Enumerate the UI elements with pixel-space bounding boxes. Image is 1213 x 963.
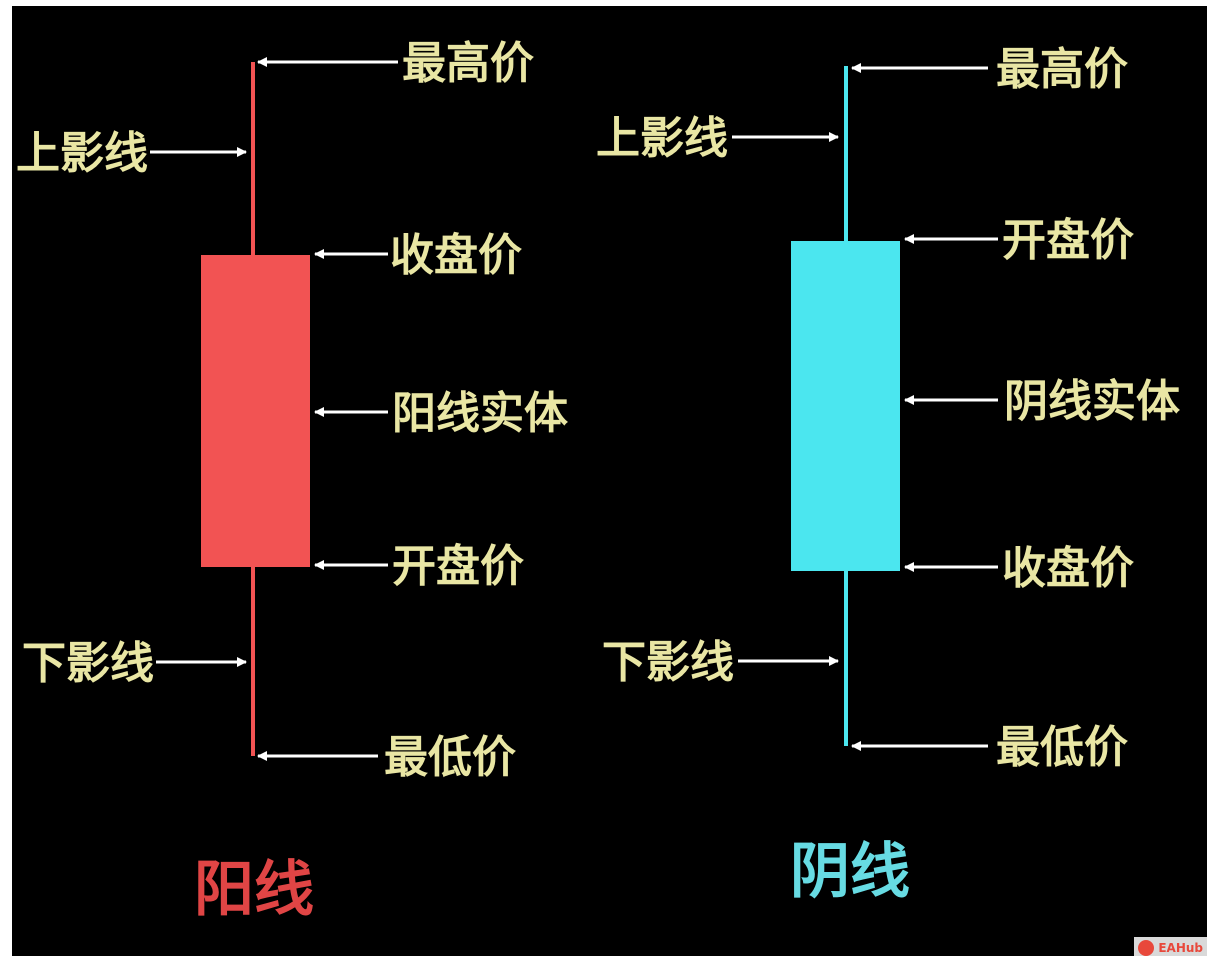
bearish-body-label: 阴线实体 xyxy=(1004,376,1180,427)
bearish-open-label: 开盘价 xyxy=(1002,215,1134,266)
bullish-body xyxy=(201,255,310,567)
bullish-upper-shadow-label: 上影线 xyxy=(16,128,148,179)
bullish-close-label: 收盘价 xyxy=(390,230,522,281)
bearish-close-label: 收盘价 xyxy=(1002,543,1134,594)
bearish-body xyxy=(791,241,900,571)
bearish-high-label: 最高价 xyxy=(996,44,1128,95)
bullish-low-label: 最低价 xyxy=(384,732,516,783)
bearish-title: 阴线 xyxy=(790,837,910,907)
bullish-title: 阳线 xyxy=(194,855,314,925)
bullish-open-label: 开盘价 xyxy=(392,541,524,592)
bearish-upper-shadow-label: 上影线 xyxy=(596,113,728,164)
eahub-logo-icon xyxy=(1138,940,1155,956)
bearish-candle-group: 最高价 上影线 开盘价 阴线实体 收盘价 下影线 最低价 阴线 xyxy=(596,44,1180,907)
watermark-text: EAHub xyxy=(1158,941,1203,955)
candlestick-diagram: 最高价 上影线 收盘价 阳线实体 开盘价 下影线 最低价 阳线 xyxy=(16,38,1180,925)
bullish-lower-shadow-label: 下影线 xyxy=(22,638,154,689)
bearish-lower-shadow-label: 下影线 xyxy=(602,637,734,688)
bullish-high-label: 最高价 xyxy=(402,38,534,89)
bullish-candle-group: 最高价 上影线 收盘价 阳线实体 开盘价 下影线 最低价 阳线 xyxy=(16,38,568,925)
bearish-low-label: 最低价 xyxy=(996,722,1128,773)
bullish-body-label: 阳线实体 xyxy=(392,388,568,439)
diagram-board: 最高价 上影线 收盘价 阳线实体 开盘价 下影线 最低价 阳线 xyxy=(12,6,1207,956)
watermark: EAHub xyxy=(1134,937,1207,959)
